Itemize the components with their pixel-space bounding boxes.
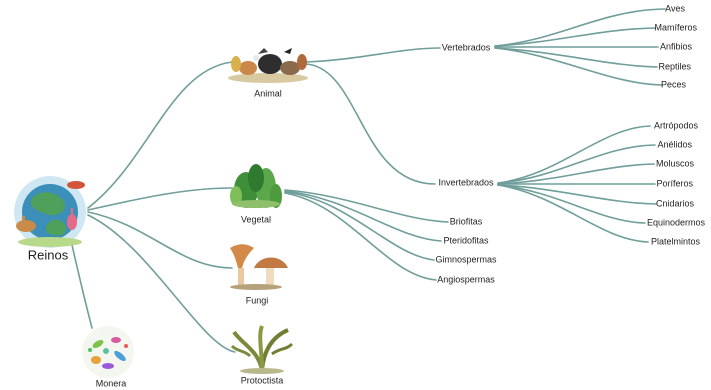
leaf-aves[interactable]: Aves xyxy=(665,3,685,14)
link-vert-peces xyxy=(494,47,663,86)
leaf-platelmintos[interactable]: Platelmintos xyxy=(650,236,700,247)
link-invert-moluscos xyxy=(497,163,655,185)
connector-lines xyxy=(71,8,666,353)
leaf-anfibios[interactable]: Anfibios xyxy=(659,41,692,52)
algae-icon xyxy=(230,325,294,374)
leaf-equinodermos[interactable]: Equinodermos xyxy=(646,217,705,228)
group-invertebrados-label[interactable]: Invertebrados xyxy=(438,177,494,188)
leaf-artropodos[interactable]: Artrópodos xyxy=(653,120,698,131)
bacteria-icon xyxy=(82,326,134,378)
link-root-vegetal xyxy=(87,187,233,211)
leaf-poriferos[interactable]: Poríferos xyxy=(656,178,693,189)
link-vert-mamiferos xyxy=(494,27,656,47)
kingdom-animal-label[interactable]: Animal xyxy=(254,88,282,99)
leaf-pteridofitas[interactable]: Pteridofitas xyxy=(443,235,489,246)
link-root-protoctista xyxy=(87,214,236,353)
link-invert-platelmintos xyxy=(497,184,649,243)
leaf-reptiles[interactable]: Reptiles xyxy=(658,61,691,72)
link-root-animal xyxy=(87,61,233,209)
earth-animals-icon xyxy=(14,176,86,248)
leaf-moluscos[interactable]: Moluscos xyxy=(655,158,694,169)
link-vert-aves xyxy=(494,8,666,47)
link-root-fungi xyxy=(87,211,233,269)
animal-herd-icon xyxy=(228,48,308,83)
leaf-anelidos[interactable]: Anélidos xyxy=(657,139,692,150)
link-vert-reptiles xyxy=(494,47,658,68)
kingdom-fungi-label[interactable]: Fungi xyxy=(245,295,269,306)
group-vertebrados-label[interactable]: Vertebrados xyxy=(441,42,491,53)
kingdom-vegetal-label[interactable]: Vegetal xyxy=(240,214,272,225)
kingdom-monera-label[interactable]: Monera xyxy=(95,378,127,389)
mushrooms-icon xyxy=(230,244,288,290)
plants-icon xyxy=(230,164,282,208)
link-animal-vertebrados xyxy=(304,47,441,63)
leaf-peces[interactable]: Peces xyxy=(660,79,686,90)
link-root-monera xyxy=(71,244,93,329)
link-veg-briofitas xyxy=(284,189,449,223)
leaf-gimnospermas[interactable]: Gimnospermas xyxy=(435,254,497,265)
link-invert-anelidos xyxy=(497,144,656,184)
root-label: Reinos xyxy=(27,247,69,263)
leaf-briofitas[interactable]: Briofitas xyxy=(449,216,483,227)
link-invert-equinodermos xyxy=(497,184,646,224)
leaf-angiospermas[interactable]: Angiospermas xyxy=(437,274,495,285)
link-invert-cnidarios xyxy=(497,184,657,205)
leaf-cnidarios[interactable]: Cnidarios xyxy=(655,198,694,209)
link-veg-pteridofitas xyxy=(284,190,442,242)
link-veg-gimnospermas xyxy=(284,191,435,261)
link-veg-angiospermas xyxy=(284,192,437,281)
link-invert-artropodos xyxy=(497,125,651,184)
leaf-mamiferos[interactable]: Mamíferos xyxy=(654,22,697,33)
link-animal-invertebrados xyxy=(304,63,436,185)
kingdom-protoctista-label[interactable]: Protoctista xyxy=(240,375,284,386)
